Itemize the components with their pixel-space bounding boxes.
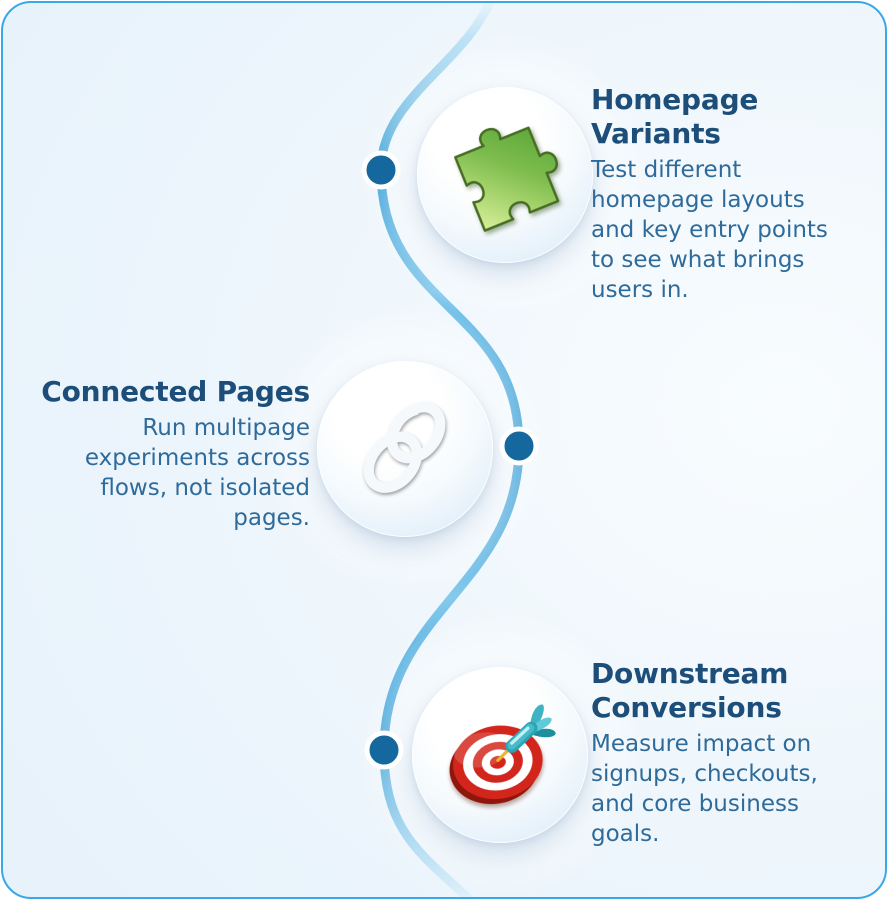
step-description: Measure impact on signups, checkouts, an… xyxy=(591,731,818,847)
step-homepage-variants: Homepage Variants Test different homepag… xyxy=(591,83,876,305)
puzzle-piece-icon xyxy=(454,126,560,232)
step-dot-2 xyxy=(499,426,539,466)
icon-badge-homepage-variants xyxy=(417,87,593,263)
step-description: Run multipage experiments across flows, … xyxy=(84,415,310,531)
step-connected-pages: Connected Pages Run multipage experiment… xyxy=(30,375,310,533)
icon-badge-connected-pages xyxy=(317,361,493,537)
target-dart-icon xyxy=(449,704,556,805)
step-dot-1 xyxy=(361,150,401,190)
chain-links-icon xyxy=(363,402,446,493)
step-description: Test different homepage layouts and key … xyxy=(591,157,828,303)
step-title: Homepage Variants xyxy=(591,83,759,150)
step-downstream-conversions: Downstream Conversions Measure impact on… xyxy=(591,657,876,849)
step-title: Downstream Conversions xyxy=(591,657,789,724)
icon-badge-downstream-conversions xyxy=(412,667,588,843)
step-dot-3 xyxy=(364,730,404,770)
step-title: Connected Pages xyxy=(41,375,310,408)
dart xyxy=(496,704,556,762)
